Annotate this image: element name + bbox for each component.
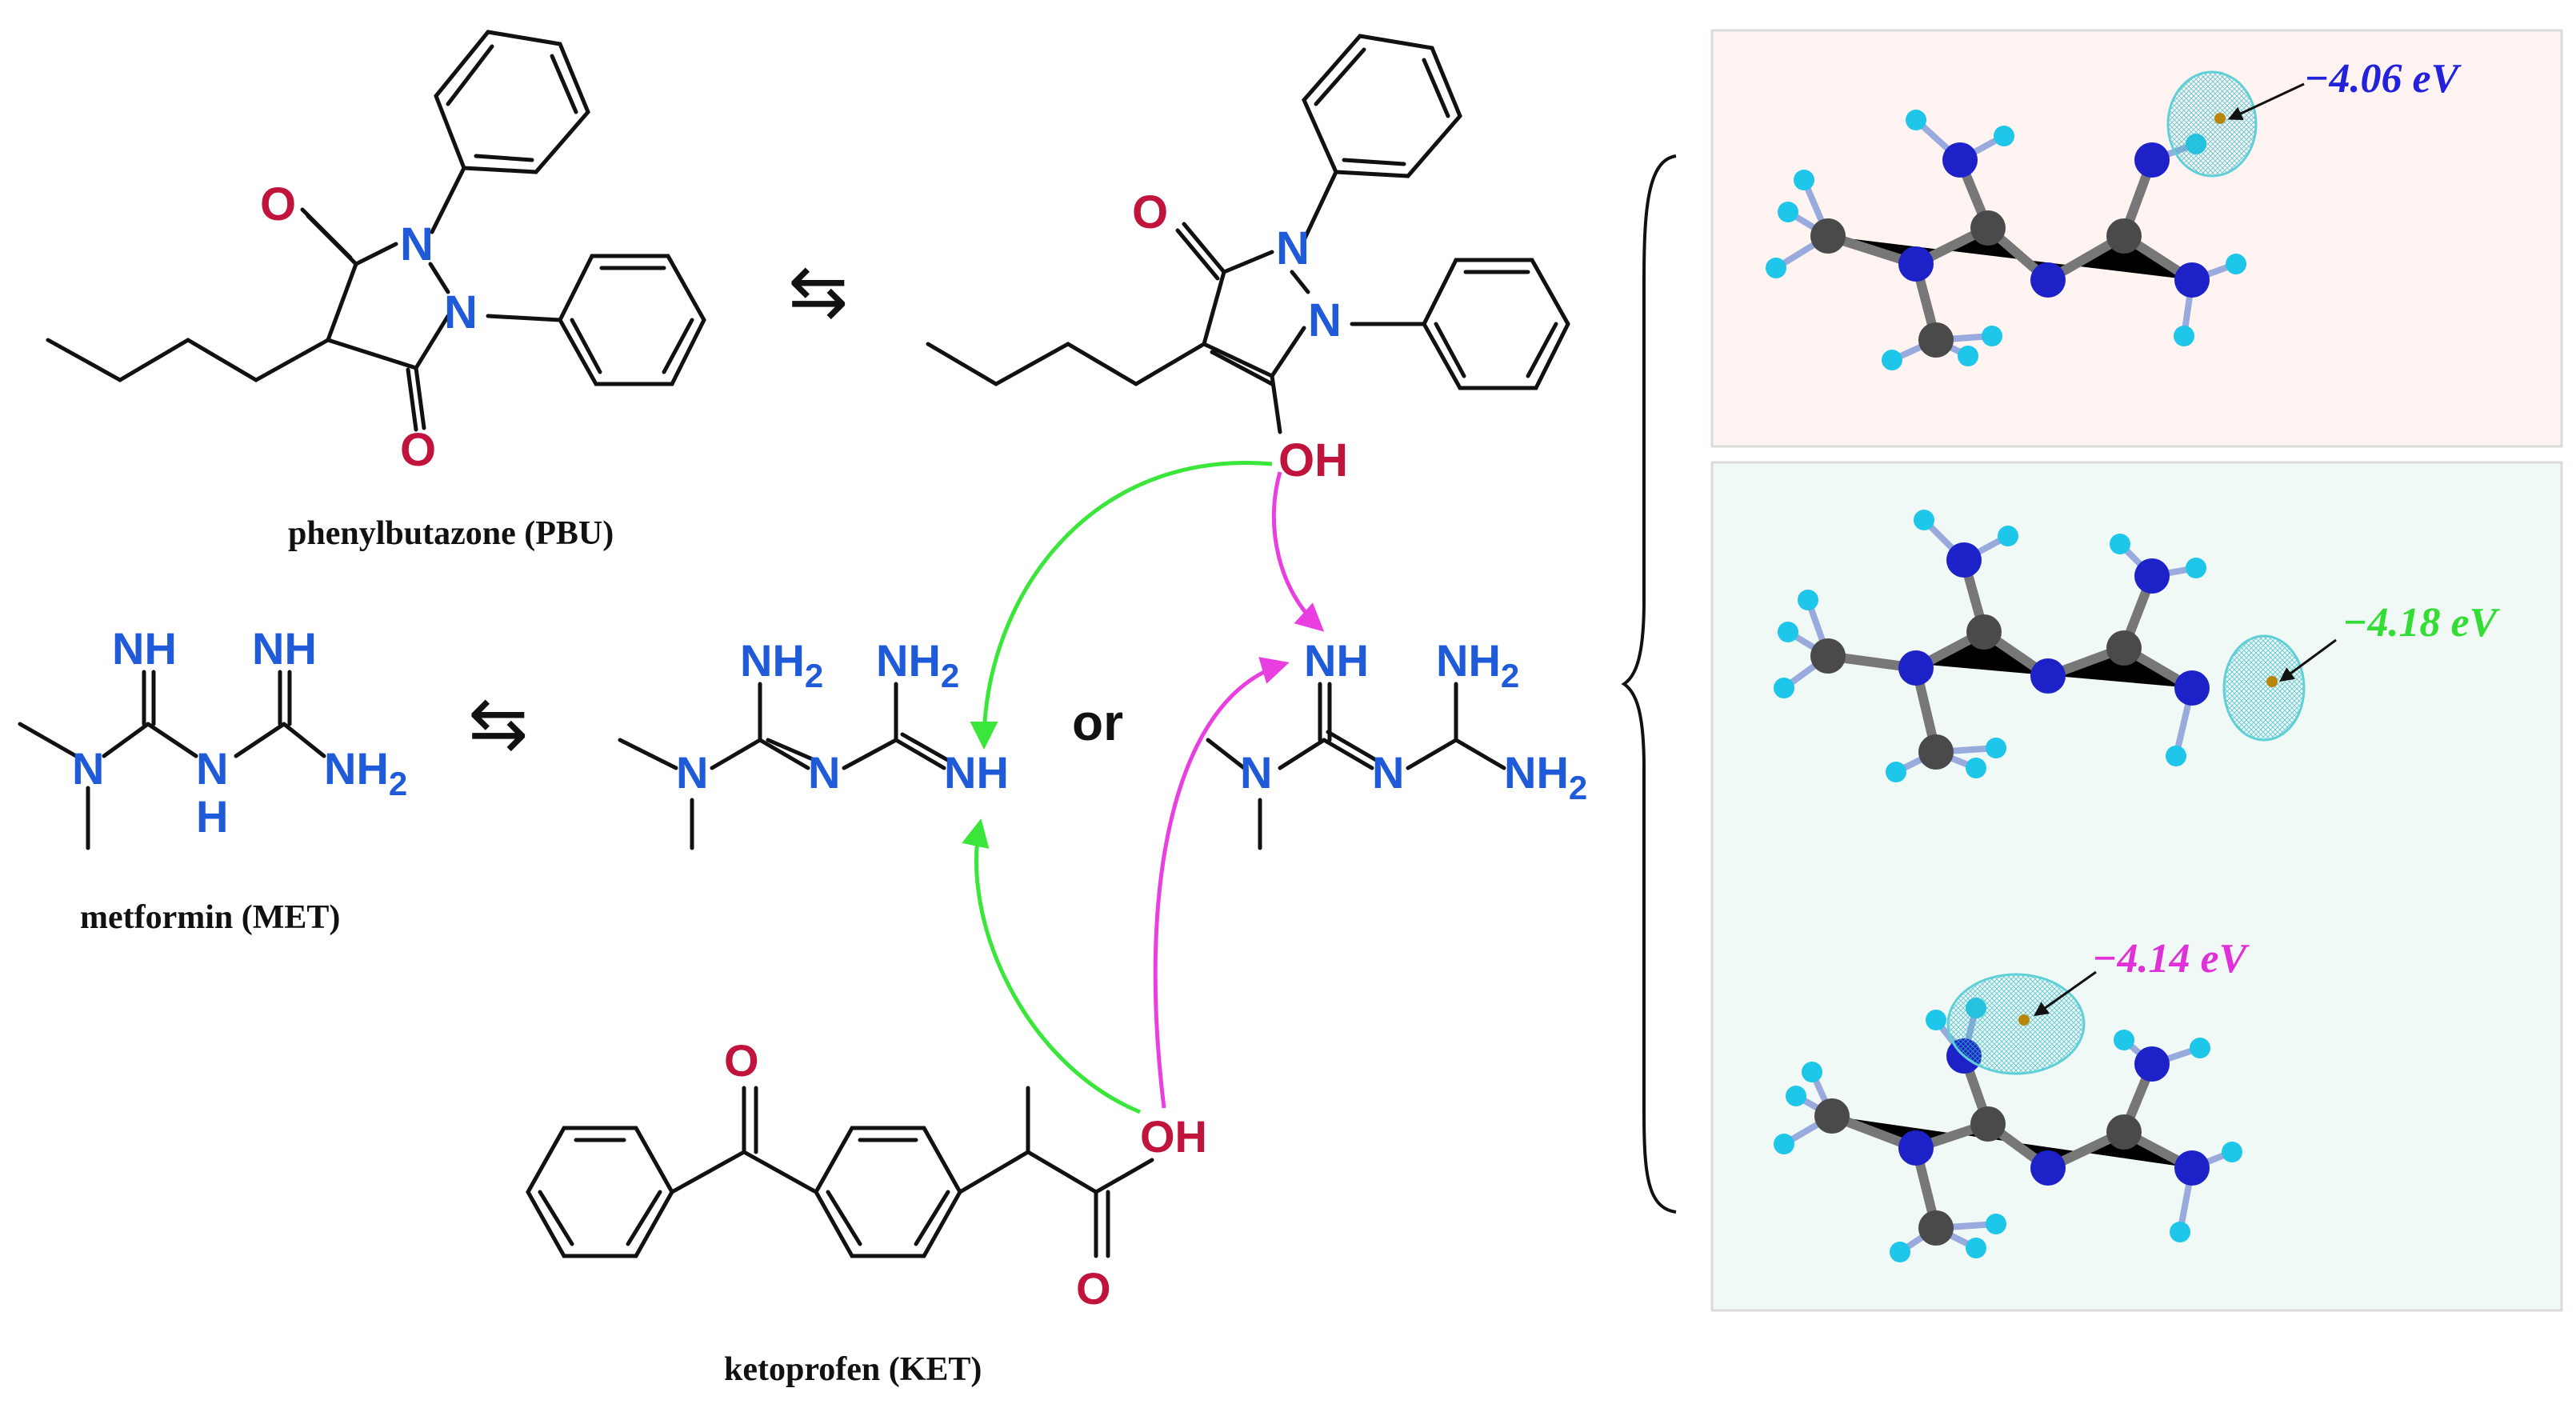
ket-phenyl-mid bbox=[814, 1126, 962, 1258]
met-n-dimethyl: N bbox=[72, 743, 104, 794]
pbu-phenyl-right bbox=[486, 254, 706, 386]
energy-label-1: −4.06 eV bbox=[2304, 56, 2462, 102]
arrow-pbu-to-met-b bbox=[1271, 471, 1325, 632]
lumo-orbital-2 bbox=[2222, 634, 2306, 742]
met-b-nh: NH bbox=[1304, 635, 1369, 686]
met-b-n-dimethyl: N bbox=[1240, 747, 1272, 798]
enol-nitrogen-2: N bbox=[1308, 294, 1342, 346]
ket-caption: ketoprofen (KET) bbox=[724, 1351, 982, 1388]
pbu-butyl-chain bbox=[46, 338, 330, 382]
pbu-oxygen-top: O bbox=[260, 178, 296, 230]
met-tautomer-arrows: ⇆ bbox=[468, 682, 528, 766]
met-structure bbox=[18, 670, 326, 850]
met-b-nh2-1: NH2 bbox=[1436, 635, 1519, 694]
pbu-oxygen-bottom: O bbox=[400, 424, 436, 476]
pbu-pyrazolidine-ring bbox=[326, 242, 450, 370]
met-tautomer-b bbox=[1206, 682, 1506, 850]
enol-oh-bond bbox=[1270, 374, 1282, 434]
met-3d-model-1 bbox=[1766, 70, 2258, 370]
arrow-ket-to-met-b bbox=[1153, 657, 1290, 1109]
enol-phenyl-top bbox=[1302, 34, 1462, 242]
enol-nitrogen-1: N bbox=[1276, 222, 1310, 274]
pbu-tautomer-arrows: ⇆ bbox=[788, 250, 848, 334]
met-nh2: NH2 bbox=[324, 743, 407, 802]
met-3d-model-2 bbox=[1774, 510, 2306, 782]
enol-phenyl-right bbox=[1350, 258, 1570, 390]
energy-label-3: −4.14 eV bbox=[2092, 936, 2250, 982]
curly-brace bbox=[1621, 154, 1677, 1214]
met-nh-1: NH bbox=[112, 623, 177, 674]
enol-hydroxyl: OH bbox=[1278, 434, 1348, 486]
ket-propionic bbox=[958, 1086, 1154, 1258]
enol-oxygen: O bbox=[1132, 186, 1168, 238]
ket-hydroxyl: OH bbox=[1140, 1111, 1207, 1162]
arrow-pbu-to-met-a bbox=[970, 461, 1273, 750]
energy-pointer-3 bbox=[2034, 970, 2097, 1017]
arrow-ket-to-met-a bbox=[962, 818, 1141, 1114]
pbu-carbonyl-top bbox=[300, 207, 358, 266]
energy-label-2: −4.18 eV bbox=[2342, 600, 2501, 646]
met-n-bridge: N bbox=[196, 743, 228, 794]
met-3d-model-3 bbox=[1774, 973, 2242, 1262]
met-a-n-bridge: N bbox=[808, 747, 840, 798]
enol-carbonyl bbox=[1175, 222, 1226, 281]
ket-ketone bbox=[670, 1086, 818, 1194]
dft-panel-2 bbox=[1710, 461, 2563, 1312]
met-a-nh-terminal: NH bbox=[944, 747, 1009, 798]
ket-oxygen-acid: O bbox=[1076, 1263, 1111, 1314]
lumo-orbital-3 bbox=[1946, 973, 2086, 1075]
pbu-nitrogen-1: N bbox=[400, 218, 434, 270]
pbu-caption: phenylbutazone (PBU) bbox=[288, 515, 614, 552]
met-tautomer-a bbox=[618, 682, 953, 850]
met-b-n-bridge: N bbox=[1372, 747, 1404, 798]
met-a-nh2-2: NH2 bbox=[876, 635, 959, 694]
energy-pointer-1 bbox=[2227, 82, 2305, 121]
ket-structure bbox=[526, 1086, 1154, 1258]
ket-phenyl-left bbox=[526, 1126, 674, 1258]
met-h-bridge: H bbox=[196, 791, 228, 842]
met-b-nh2-2: NH2 bbox=[1504, 747, 1587, 806]
met-a-n-dimethyl: N bbox=[676, 747, 708, 798]
pbu-enol-structure bbox=[926, 34, 1570, 434]
met-caption: metformin (MET) bbox=[80, 899, 340, 936]
pbu-nitrogen-2: N bbox=[444, 286, 478, 338]
met-nh-2: NH bbox=[252, 623, 317, 674]
enol-ring bbox=[1202, 250, 1306, 386]
enol-n-n-bond bbox=[1290, 270, 1310, 294]
pbu-carbonyl-bottom bbox=[406, 366, 426, 432]
lumo-orbital-1 bbox=[2166, 70, 2258, 178]
pbu-phenyl-top bbox=[430, 30, 590, 234]
or-label: or bbox=[1072, 694, 1123, 751]
pbu-n-n-bond bbox=[428, 262, 450, 294]
enol-butyl-chain bbox=[926, 342, 1206, 386]
met-a-nh2-1: NH2 bbox=[740, 635, 823, 694]
ket-oxygen-ketone: O bbox=[724, 1035, 759, 1086]
pbu-structure bbox=[46, 30, 706, 432]
energy-pointer-2 bbox=[2279, 638, 2337, 682]
